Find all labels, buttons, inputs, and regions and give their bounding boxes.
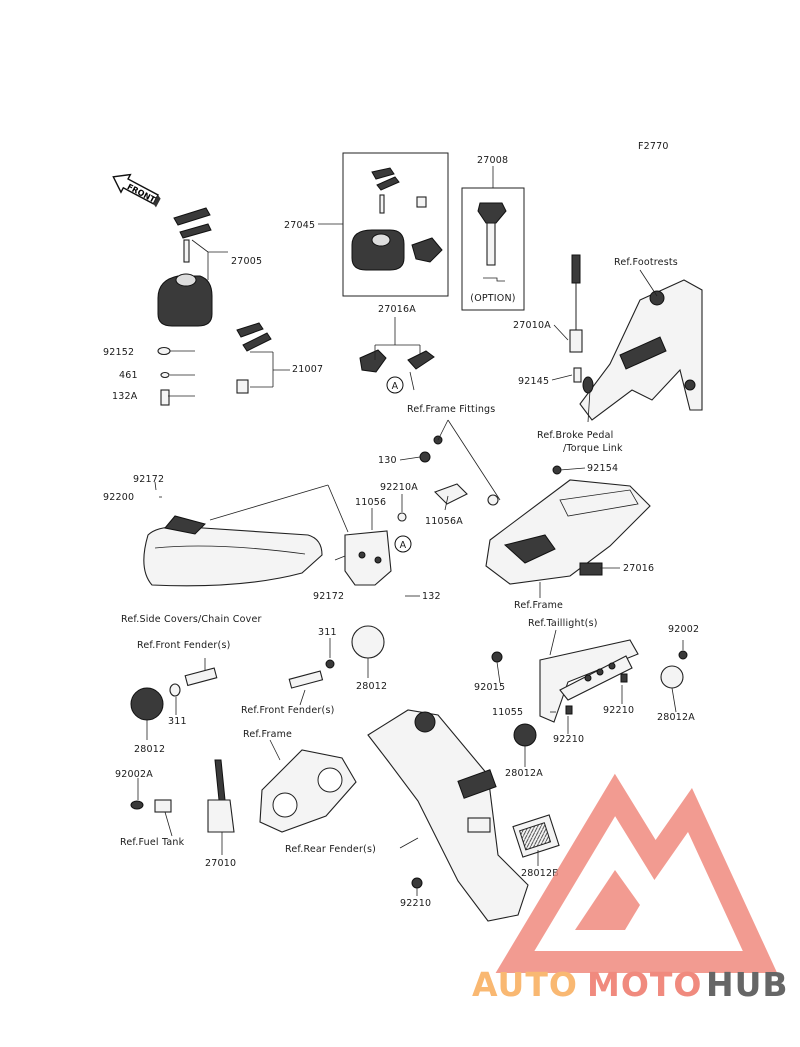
part-label: 92002A <box>115 769 153 780</box>
washer-icon <box>160 371 170 379</box>
ignition-switch-icon <box>157 207 213 327</box>
reflector-disc-icon <box>130 687 164 721</box>
part-label: 92210 <box>603 705 634 716</box>
washer-icon <box>169 683 181 697</box>
ref-label: Ref.Broke Pedal <box>537 430 613 441</box>
part-label: 92015 <box>474 682 505 693</box>
part-label: 92172 <box>313 591 344 602</box>
part-label: 27005 <box>231 256 262 267</box>
part-label: 27010 <box>205 858 236 869</box>
side-cover-icon <box>143 515 323 587</box>
nut-icon <box>325 659 335 669</box>
part-label: 28012A <box>505 768 543 779</box>
ref-label: Ref.Footrests <box>614 257 678 268</box>
part-label: 11055 <box>492 707 523 718</box>
front-direction-arrow: FRONT <box>112 173 161 208</box>
switch-sensor-icon <box>569 254 583 383</box>
blank-key-icon <box>477 202 507 282</box>
washer-icon <box>397 512 407 522</box>
ref-label: Ref.Frame Fittings <box>407 404 495 415</box>
ref-label: Ref.Frame <box>243 729 292 740</box>
side-stand-switch-icon <box>130 759 235 833</box>
rear-fender-icon <box>367 709 529 922</box>
reflector-plate-icon <box>512 814 560 858</box>
part-label: 28012 <box>356 681 387 692</box>
kit-27045-frame <box>342 152 449 297</box>
part-label: 311 <box>168 716 187 727</box>
part-label: 28012 <box>134 744 165 755</box>
part-label: 92152 <box>103 347 134 358</box>
ref-label: Ref.Side Covers/Chain Cover <box>121 614 262 625</box>
ref-label: Ref.Front Fender(s) <box>137 640 231 651</box>
watermark-moto: MOTO <box>587 965 702 1004</box>
leader-lines <box>137 166 684 896</box>
stud-bolt-icon <box>288 670 324 689</box>
lock-cylinder-icon <box>351 196 443 271</box>
part-label: 27016A <box>378 304 416 315</box>
ref-label: Ref.Rear Fender(s) <box>285 844 376 855</box>
part-label: 27010A <box>513 320 551 331</box>
key-icon <box>236 322 272 394</box>
bolt-icon <box>160 389 170 406</box>
frame-section-icon <box>485 479 651 585</box>
watermark-wordmark: AUTO MOTO HUB <box>472 965 789 1004</box>
part-label: 92210 <box>553 734 584 745</box>
part-label: 27008 <box>477 155 508 166</box>
part-label: 92002 <box>668 624 699 635</box>
ref-label: /Torque Link <box>563 443 623 454</box>
part-label: 11056A <box>425 516 463 527</box>
nut-icon <box>491 651 503 663</box>
callout-letter: A <box>392 381 399 392</box>
callout-letter: A <box>400 540 407 551</box>
key-icon <box>371 167 400 214</box>
watermark-auto: AUTO <box>472 965 578 1004</box>
nut-icon <box>419 451 431 463</box>
ref-label: Ref.Taillight(s) <box>528 618 598 629</box>
part-label: 28012B <box>521 868 559 879</box>
bolt-icon <box>552 465 562 475</box>
taillight-bracket-icon <box>539 639 639 723</box>
part-label: 11056 <box>355 497 386 508</box>
washer-icon <box>157 346 171 356</box>
bolt-icon <box>678 650 688 660</box>
part-label: 130 <box>378 455 397 466</box>
reflector-disc-icon <box>660 665 684 689</box>
ref-label: Ref.Front Fender(s) <box>241 705 335 716</box>
option-label: (OPTION) <box>470 293 515 304</box>
part-label: 27045 <box>284 220 315 231</box>
bracket-icon <box>344 483 468 586</box>
frame-bracket-icon <box>259 749 357 833</box>
part-label: 311 <box>318 627 337 638</box>
part-label: 132 <box>422 591 441 602</box>
part-label: 28012A <box>657 712 695 723</box>
part-label: 92210A <box>380 482 418 493</box>
part-label: 92154 <box>587 463 618 474</box>
stud-bolt-icon <box>184 667 218 687</box>
callout-a-circle <box>386 376 404 394</box>
ref-label: Ref.Frame <box>514 600 563 611</box>
automotohub-watermark <box>495 773 778 973</box>
reflector-disc-icon <box>351 625 385 659</box>
part-label: 132A <box>112 391 138 402</box>
part-label: 27016 <box>623 563 654 574</box>
nut-icon <box>620 673 628 683</box>
part-label: 92210 <box>400 898 431 909</box>
nut-icon <box>565 705 573 715</box>
reflector-disc-icon <box>513 723 537 747</box>
part-label: 21007 <box>292 364 323 375</box>
watermark-hub: HUB <box>706 965 789 1004</box>
figure-code: F2770 <box>638 141 669 152</box>
washer-icon <box>487 494 499 506</box>
callout-a-circle <box>394 535 412 553</box>
part-label: 92200 <box>103 492 134 503</box>
nut-icon <box>411 877 423 889</box>
footrest-bracket-icon <box>579 279 703 421</box>
ref-label: Ref.Fuel Tank <box>120 837 185 848</box>
part-label: 92145 <box>518 376 549 387</box>
part-label: 92172 <box>133 474 164 485</box>
part-label: 461 <box>119 370 138 381</box>
